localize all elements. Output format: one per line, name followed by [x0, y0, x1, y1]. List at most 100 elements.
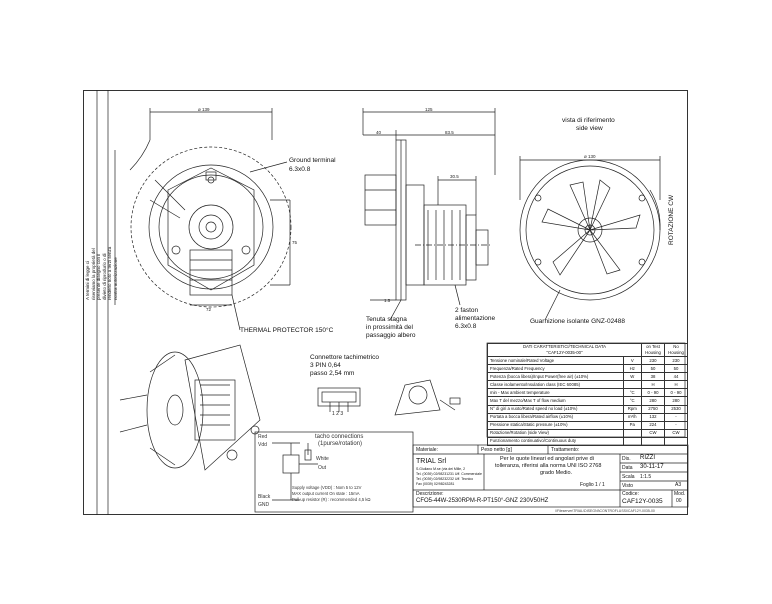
tolerance-line-2: tolleranza, riferirsi alla norma UNI ISO…: [495, 463, 602, 469]
isometric-view: [119, 344, 261, 471]
address-line-2: Tel. (0039) 02/98231231 Uff. Commerciale: [416, 472, 482, 476]
tacho-connections-title: tacho connections: [315, 434, 364, 440]
table-cell-v2: 230: [664, 355, 688, 366]
codice-label: Codice:: [622, 491, 639, 497]
tacho-connector-drawing: [317, 379, 461, 416]
faston-label-1: 2 faston: [455, 307, 479, 314]
legal-notice: A termini di legge ci riserviamo la prop…: [85, 246, 118, 300]
sheet-format: A3: [675, 482, 682, 488]
table-cell-v1: 132: [641, 412, 665, 422]
table-cell-v1: 230: [641, 355, 665, 366]
dis-value: RIZZI: [640, 455, 655, 461]
technical-data-table: DATI CARATTERISTICI/TECHNICAL DATA"CAF12…: [487, 343, 688, 447]
dis-label: Dis.: [622, 456, 631, 462]
drawing-sheet: [83, 90, 688, 515]
table-cell-v2: 44: [664, 372, 688, 382]
table-cell-label: Pressione statica/Static pressure (±10%): [487, 420, 624, 430]
wire-black-label: Black: [258, 494, 271, 500]
table-cell-unit: Pa: [622, 420, 643, 430]
address-line-3: Tel. (0039) 02/98232232 Uff. Tecnico: [416, 477, 474, 481]
max-output-current: MAX output current On state : 15mA: [292, 491, 360, 496]
table-cell-label: Frequenza/Rated Frequency: [487, 364, 624, 374]
company-name: TRIAL Srl: [416, 458, 447, 465]
mod-label: Mod.: [674, 491, 686, 497]
rear-view: [519, 156, 661, 321]
table-cell-label: Max T del mezzo/Max T of flow medium: [487, 396, 624, 406]
table-cell-unit: [622, 380, 643, 390]
tacho-label-3: passo 2,54 mm: [310, 370, 355, 377]
wire-red-label: Red: [258, 434, 268, 440]
table-header-row: DATI CARATTERISTICI/TECHNICAL DATA"CAF12…: [487, 343, 688, 357]
dim-diameter-130: ø 130: [584, 154, 596, 159]
address-line-1: S.Giuliano M.se (via dei Mille, 2: [416, 467, 466, 471]
table-row: N° di giri a vuoto/Rated speed no load (…: [487, 404, 688, 414]
table-cell-v2: 0 - 90: [664, 388, 688, 398]
dim-72: 72: [206, 307, 212, 312]
dim-75: 75: [292, 240, 298, 245]
table-title: DATI CARATTERISTICI/TECHNICAL DATA"CAF12…: [487, 343, 642, 357]
table-cell-unit: [622, 436, 643, 447]
descrizione-value: CFO5-44W-2530RPM-R-PT150°-GNZ 230V50HZ: [416, 498, 549, 504]
table-cell-v1: [641, 436, 665, 447]
table-row: Portata a bocca libera/Rated airflow (±1…: [487, 412, 688, 422]
faston-label-2: alimentazione: [455, 315, 496, 322]
table-cell-v1: 2750: [641, 404, 665, 414]
dim-83-5: 83.5: [445, 130, 454, 135]
table-cell-v1: H: [641, 380, 665, 390]
data-label: Data: [622, 465, 633, 471]
table-cell-unit: m³/h: [622, 412, 643, 422]
table-row: Potenza (bocca libera)/Input Power(free …: [487, 372, 688, 382]
tacho-label-1: Connettore tachimetrico: [310, 354, 380, 361]
table-row: Funzionamento continuativo/Continuous du…: [487, 436, 688, 447]
table-cell-unit: Rpm: [622, 404, 643, 414]
table-cell-v2: [664, 436, 688, 447]
tenuta-label-1: Tenuta stagna: [366, 316, 407, 323]
rotation-label: ROTAZIONE CW: [668, 194, 675, 245]
scala-value: 1:1.5: [640, 474, 652, 480]
materiale-label: Materiale:: [416, 447, 438, 453]
table-cell-v1: CW: [641, 428, 665, 438]
pin-numbers: 1 2 3: [332, 411, 344, 417]
tenuta-label-2: in prossimità del: [366, 324, 413, 331]
table-cell-v2: H: [664, 380, 688, 390]
side-view-label-2: side view: [576, 125, 603, 132]
table-cell-v1: 38: [641, 372, 665, 382]
tolerance-line-1: Per le quote lineari ed angolari prive d…: [500, 456, 594, 462]
dim-30-5: 30.5: [450, 174, 459, 179]
ground-terminal-size: 6.3x0.8: [289, 166, 311, 173]
descrizione-label: Descrizione:: [416, 491, 444, 497]
address-line-4: Fax (0039) 02/98243281: [416, 482, 455, 486]
table-cell-unit: Hz: [622, 364, 643, 374]
trattamento-label: Trattamento:: [551, 447, 580, 453]
table-cell-unit: W: [622, 372, 643, 382]
faston-label-3: 6.3x0.8: [455, 323, 477, 330]
dim-125: 125: [425, 107, 433, 112]
tenuta-label-3: passaggio albero: [366, 332, 416, 339]
table-cell-unit: °C: [622, 396, 643, 406]
table-cell-label: N° di giri a vuoto/Rated speed no load (…: [487, 404, 624, 414]
table-cell-v1: 224: [641, 420, 665, 430]
table-cell-unit: [622, 428, 643, 438]
table-cell-label: Funzionamento continuativo/Continuous du…: [487, 436, 624, 447]
wire-vdd-label: Vdd: [258, 442, 267, 448]
pullup-resistor: Pull-up resistor (R) : recommended 4,5 k…: [292, 497, 371, 502]
table-cell-label: Potenza (bocca libera)/Input Power(free …: [487, 372, 624, 382]
table-cell-label: Rotazione/Rotation (side View): [487, 428, 624, 438]
table-cell-unit: V: [622, 355, 643, 366]
dim-diameter-139: ø 139: [198, 107, 210, 112]
table-row: Classe isolamento/Insulation class (IEC …: [487, 380, 688, 390]
data-value: 30-11-17: [640, 464, 664, 470]
insulation-label: Guarnizione isolante GNZ-02488: [530, 318, 626, 325]
wire-out-label: Out: [318, 465, 327, 471]
table-cell-v2: -: [664, 420, 688, 430]
table-cell-v1: 0 - 90: [641, 388, 665, 398]
table-cell-unit: °C: [622, 388, 643, 398]
side-view-label-1: vista di riferimento: [562, 117, 615, 124]
visto-label: Visto: [622, 483, 634, 489]
table-row: Pressione statica/Static pressure (±10%)…: [487, 420, 688, 430]
